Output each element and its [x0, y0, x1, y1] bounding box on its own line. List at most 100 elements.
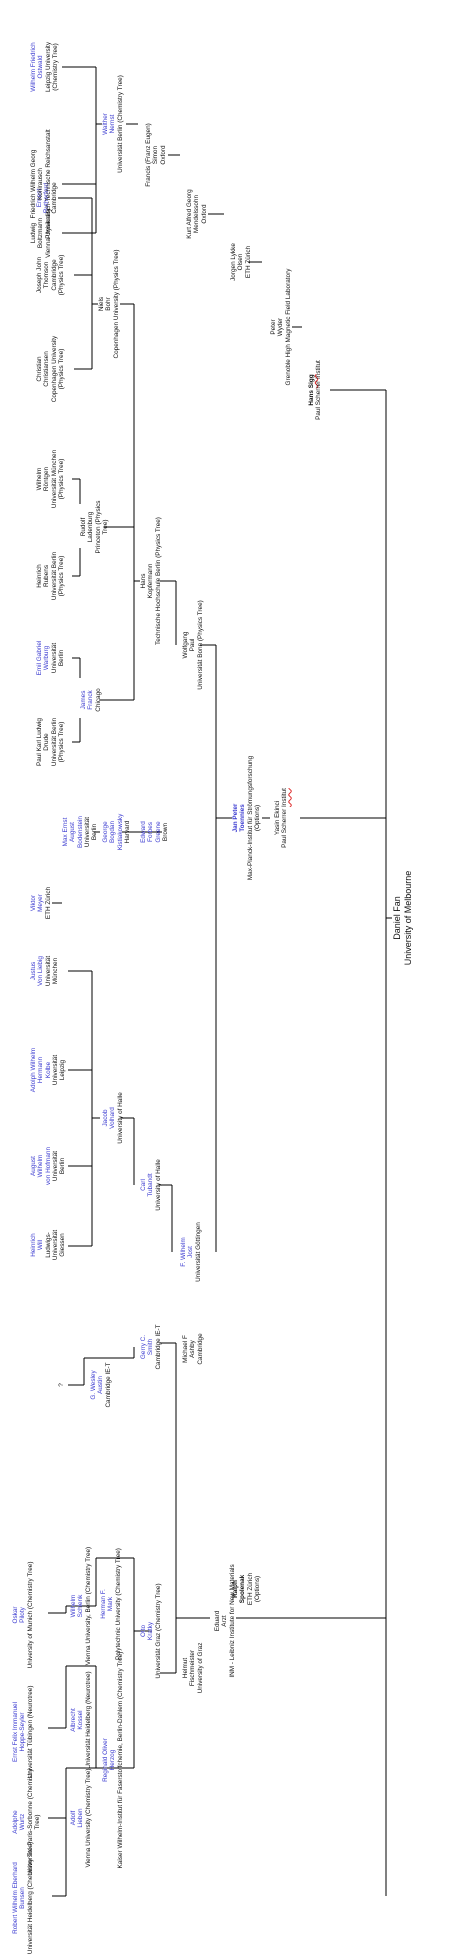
node-affiliation: Max-Planck-Institut für Strömungsforschu…: [246, 755, 261, 881]
node-name: Jorgen Lykke Olsen: [230, 243, 245, 281]
node-affiliation: Paul Scherrer Institut: [315, 360, 323, 420]
node-name: Peter Wyder: [270, 317, 285, 337]
node-name[interactable]: G. Wesley Austin: [90, 1370, 105, 1400]
node-affiliation: Universität Berlin (Chemistry Tree): [116, 75, 124, 173]
node-name[interactable]: August Wilhelm von Hofmann: [30, 1146, 52, 1186]
node-name[interactable]: Reginald Oliver Herzog: [102, 1738, 117, 1782]
node-affiliation: University of Graz: [196, 1642, 204, 1694]
node-name[interactable]: Emil Gabriel Warburg: [36, 640, 51, 676]
node-name[interactable]: Viktor Meyer: [30, 894, 45, 912]
node-name[interactable]: Carl Tubandt: [140, 1173, 155, 1197]
node-affiliation: Oxford: [200, 204, 208, 224]
node-name: Heinrich Rubens: [36, 564, 51, 588]
node-name[interactable]: Ernst Felix Immanuel Hoppe-Seyler: [12, 1701, 27, 1763]
node-name[interactable]: Albrecht Kossel: [70, 1708, 85, 1732]
node-name[interactable]: James Franck: [80, 690, 95, 710]
node-affiliation: University of Halle: [154, 1159, 162, 1211]
node-name: Friedrich Wilhelm Georg Kohlrausch: [30, 149, 45, 219]
node-affiliation: University of Melbourne: [403, 870, 413, 966]
node-name[interactable]: Heinrich Will: [30, 1233, 45, 1257]
node-affiliation: ETH Zürich: [44, 886, 52, 920]
node-affiliation: Universität Tübingen (Neurotree): [26, 1685, 34, 1779]
node-name[interactable]: Max Ernst August Bodenstein: [62, 816, 84, 848]
node-name: Kurt Alfred Georg Mendelssohn: [186, 189, 201, 239]
node-name[interactable]: Jacob Volhard: [102, 1107, 117, 1129]
node-affiliation: Vienna University, Berlin (Chemistry Tre…: [84, 1546, 92, 1666]
node-affiliation: Polytechnic University (Chemistry Tree): [114, 1548, 122, 1660]
node-name[interactable]: Adolf Lieben: [70, 1808, 85, 1828]
node-name[interactable]: Adolphe Wurtz: [12, 1810, 27, 1834]
node-name: Daniel Fan: [392, 896, 402, 940]
node-affiliation: Universität Berlin: [83, 816, 99, 848]
node-name: Francis (Franz Eugen) Simon: [145, 123, 160, 187]
node-affiliation: Universität Heidelberg (Neurotree): [84, 1671, 92, 1769]
node-affiliation: Université Paris-Sorbonne (Chemistry Tre…: [26, 1768, 41, 1876]
node-name[interactable]: Justus Von Liebig: [30, 956, 45, 986]
node-affiliation: Physikalisch-Technische Reichsanstalt: [44, 129, 52, 239]
node-name: Ralph Spolenak: [232, 1574, 247, 1604]
node-name: Rudolf Ladenburg: [80, 511, 95, 543]
node-name: Christian Christiansen: [36, 351, 51, 387]
node-name[interactable]: Adolph Wilhelm Hermann Kolbe: [30, 1047, 52, 1093]
node-name: Helmut Fischmeister: [182, 1649, 197, 1687]
node-affiliation: Cambridge IE-T: [104, 1362, 112, 1408]
node-affiliation: Copenhagen University (Physics Tree): [112, 249, 120, 359]
node-name: Wolfgang Paul: [182, 631, 197, 659]
node-name: Hans Sigg: [308, 374, 315, 406]
node-affiliation: Chicago: [94, 688, 102, 712]
node-name[interactable]: Gerry C. Smith: [140, 1334, 155, 1360]
node-affiliation: Oxford: [159, 145, 167, 165]
node-affiliation: ETH Zürich: [244, 245, 252, 279]
node-affiliation: Universität Leipzig: [51, 1054, 67, 1086]
node-name[interactable]: Herman F. Mark: [100, 1589, 115, 1619]
node-affiliation: Harvard: [123, 820, 131, 844]
node-name[interactable]: George Bogdan Kistiakowsky: [102, 813, 124, 851]
node-name[interactable]: F. Wilhelm Jost: [180, 1237, 195, 1267]
node-name[interactable]: Walther Nernst: [102, 113, 117, 135]
node-affiliation: Cambridge (Physics Tree): [50, 254, 65, 296]
node-affiliation: Universität München: [44, 955, 59, 987]
node-name[interactable]: Wilhelm Friedrich Ostwald: [30, 42, 45, 92]
node-affiliation: Universität Göttingen: [194, 1222, 202, 1282]
node-name[interactable]: Jan Peter Toennies: [232, 803, 247, 833]
node-name[interactable]: Wilhelm Schlenk: [70, 1594, 85, 1618]
node-affiliation: Grenoble High Magnetic Field Laboratory: [284, 268, 292, 386]
node-name[interactable]: Otto Kratky: [140, 1621, 155, 1641]
node-affiliation: Vienna University (Chemistry Tree): [84, 1768, 92, 1868]
node-name[interactable]: Edward Forbes Greene: [140, 821, 162, 843]
node-name[interactable]: Oskar Piloty: [12, 1606, 27, 1624]
node-affiliation: University of Halle: [116, 1092, 124, 1144]
